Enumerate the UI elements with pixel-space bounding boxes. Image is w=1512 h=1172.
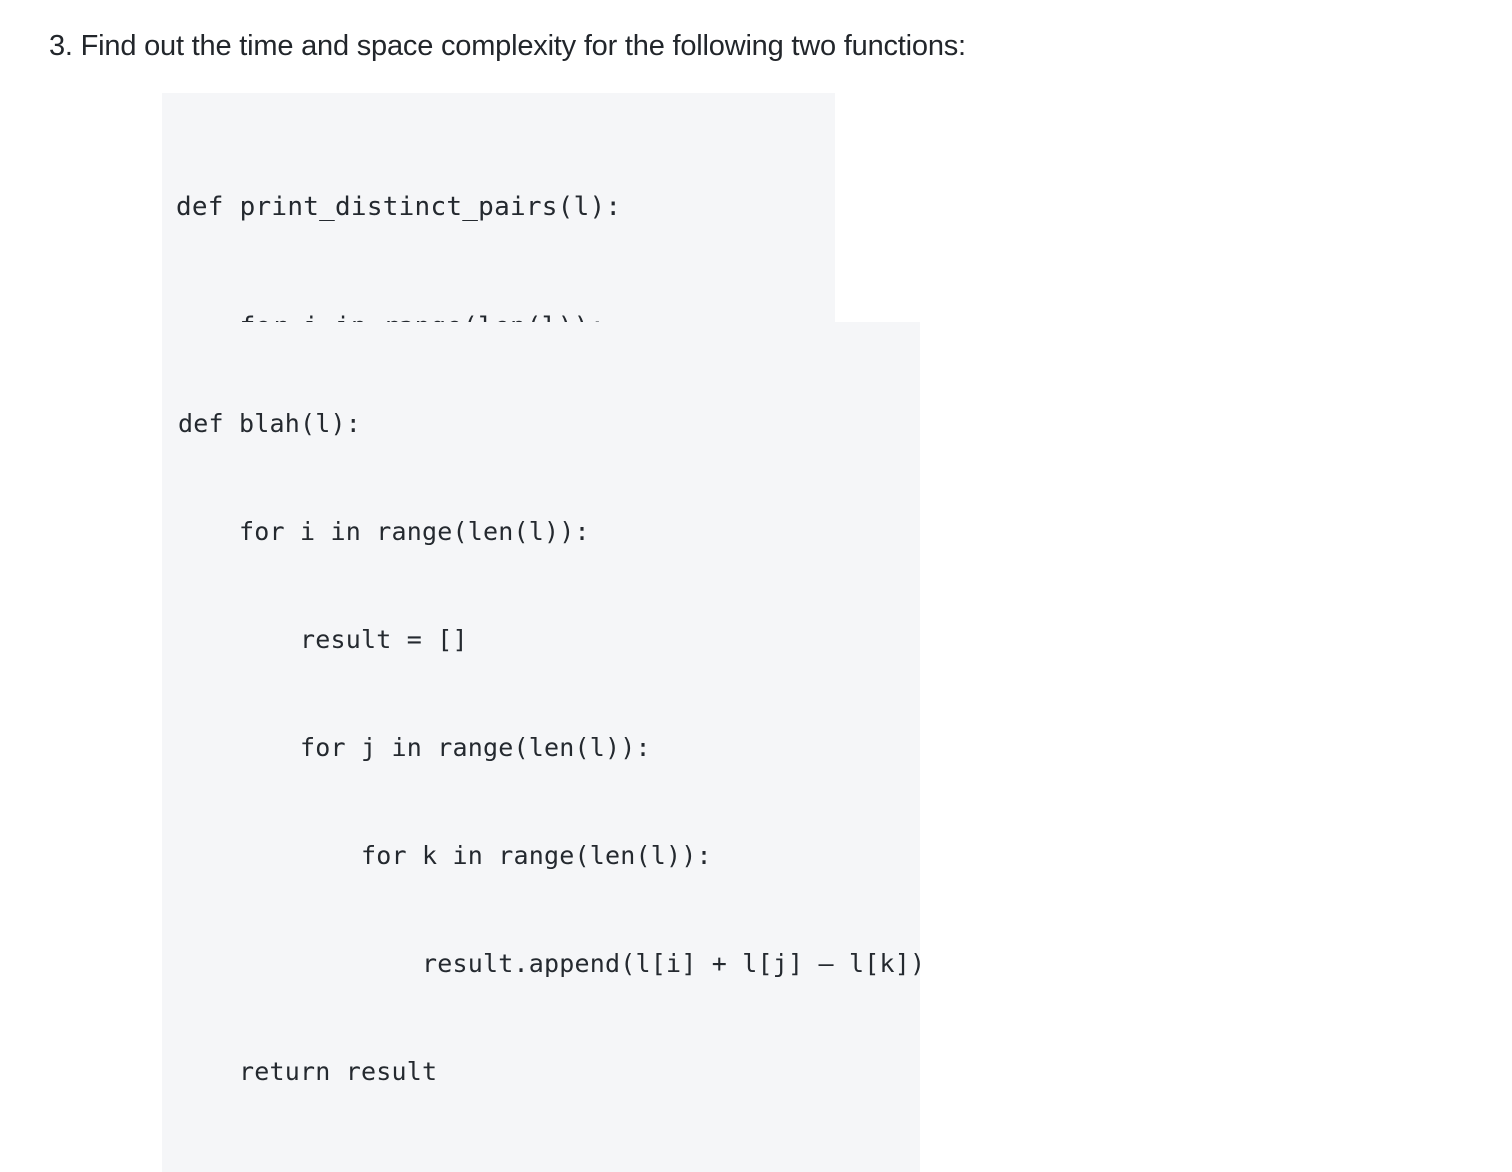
code-line: for j in range(len(l)): [178,733,651,762]
code-line: def blah(l): [178,409,362,438]
code-line: return result [178,1057,438,1086]
document-page: 3. Find out the time and space complexit… [49,30,967,1086]
code-block-blah: def blah(l): for i in range(len(l)): res… [162,322,926,1172]
code-line: def print_distinct_pairs(l): [176,192,622,222]
code-line: result = [] [178,625,468,654]
code-line: for i in range(len(l)): [178,517,590,546]
code-line: for k in range(len(l)): [178,841,712,870]
question-heading: 3. Find out the time and space complexit… [49,30,966,62]
code-line: result.append(l[i] + l[j] – l[k]) [178,949,926,978]
